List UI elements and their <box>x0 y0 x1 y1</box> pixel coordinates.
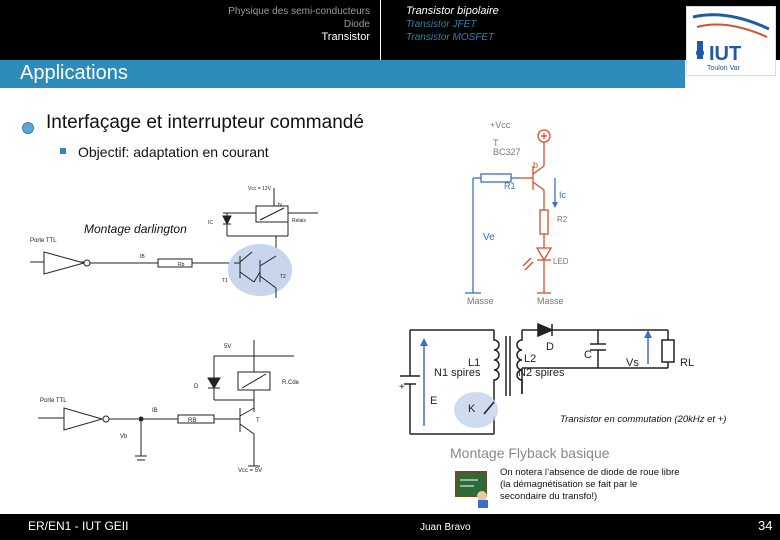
logo-subtitle: Toulon Var <box>707 65 741 72</box>
footer-course: ER/EN1 - IUT GEII <box>28 519 129 533</box>
flyback-caption: Transistor en commutation (20kHz et +) <box>560 414 727 425</box>
teacher-icon <box>455 471 488 508</box>
nav-left: Physique des semi-conducteurs Diode Tran… <box>228 5 370 44</box>
header-bar <box>0 0 780 60</box>
bullet-heading: Interfaçage et interrupteur commandé <box>46 112 364 133</box>
bjt-masse2-label: Masse <box>537 296 564 306</box>
relay-rb-label: RB <box>188 418 196 424</box>
bjt-ve-label: Ve <box>483 232 495 243</box>
sub-bullet: Objectif: adaptation en courant <box>78 144 269 160</box>
dar-relais-label: Relais <box>292 218 306 224</box>
fb-n2-label: N2 spires <box>518 367 565 379</box>
fb-vs-label: Vs <box>626 357 639 369</box>
bjt-led-label: LED <box>553 257 569 266</box>
relay-5v-label: 5V <box>224 344 231 350</box>
fb-rl-label: RL <box>680 357 694 369</box>
flyback-circuit: L1 N1 spires L2 N2 spires D C Vs RL E K … <box>398 316 708 466</box>
dar-vcc-label: Vcc = 12V <box>248 186 272 192</box>
bjt-vcc-label: +Vcc <box>490 120 511 130</box>
relay-rcde-label: R.Cde <box>282 380 300 386</box>
relay-circuit: 5V D R.Cde Porte TTL IB RB T Vb Vcc = 5V <box>38 340 300 474</box>
bjt-t-label: T <box>493 138 499 148</box>
nav-item-mosfet[interactable]: Transistor MOSFET <box>406 32 495 43</box>
bjt-model-label: BC327 <box>493 147 521 157</box>
dar-t2-label: T2 <box>280 274 286 280</box>
dar-ib-label: IB <box>140 254 145 260</box>
relay-d-label: D <box>194 384 199 390</box>
relay-porte-label: Porte TTL <box>40 398 67 404</box>
relay-vb-label: Vb <box>120 434 128 440</box>
darlington-circuit: Vcc = 12V Porte TTL IB Rb Iv IC Relais T… <box>30 186 318 298</box>
dar-rb-label: Rb <box>178 262 185 268</box>
square-bullet-icon <box>60 148 66 154</box>
nav-divider <box>380 0 381 60</box>
iut-logo: IUT Toulon Var <box>686 6 776 76</box>
fb-plus-label: + <box>399 382 405 393</box>
logo-text: IUT <box>709 43 741 65</box>
page-number: 34 <box>758 518 773 533</box>
darlington-caption: Montage darlington <box>84 222 187 236</box>
relay-ib-label: IB <box>152 408 158 414</box>
bjt-ic-label: Ic <box>559 190 567 200</box>
fb-c-label: C <box>584 349 592 361</box>
section-title-bar <box>0 60 685 88</box>
relay-vcc-label: Vcc = 5V <box>238 468 262 474</box>
bjt-r2-label: R2 <box>557 215 568 224</box>
fb-title: Montage Flyback basique <box>450 445 610 461</box>
fb-k-label: K <box>468 403 476 415</box>
bjt-b-label: b <box>533 160 538 170</box>
nav-item-physique[interactable]: Physique des semi-conducteurs <box>228 6 370 17</box>
fb-d-label: D <box>546 341 554 353</box>
fb-l1-label: L1 <box>468 357 480 369</box>
bullet-icon <box>22 122 34 134</box>
footer-bar <box>0 514 780 540</box>
fb-n1-label: N1 spires <box>434 367 481 379</box>
fb-l2-label: L2 <box>524 353 536 365</box>
dar-t1-label: T1 <box>222 278 228 284</box>
nav-right: Transistor bipolaire Transistor JFET Tra… <box>406 5 499 44</box>
bjt-led-circuit: +Vcc T BC327 b R1 Ic R2 Ve LED Masse Mas… <box>465 120 569 306</box>
nav-item-transistor[interactable]: Transistor <box>321 31 371 43</box>
fb-e-label: E <box>430 395 437 407</box>
relay-t-label: T <box>256 418 260 424</box>
footer-author: Juan Bravo <box>420 522 471 533</box>
section-title: Applications <box>20 62 128 84</box>
bjt-masse1-label: Masse <box>467 296 494 306</box>
note-text: On notera l’absence de diode de roue lib… <box>500 467 680 502</box>
nav-item-bipolaire[interactable]: Transistor bipolaire <box>406 5 499 17</box>
nav-item-jfet[interactable]: Transistor JFET <box>406 19 477 30</box>
dar-iv-label: Iv <box>278 202 282 208</box>
dar-ic-label: IC <box>208 220 213 226</box>
bjt-r1-label: R1 <box>504 181 516 191</box>
nav-item-diode[interactable]: Diode <box>343 19 370 30</box>
dar-porte-label: Porte TTL <box>30 238 57 244</box>
